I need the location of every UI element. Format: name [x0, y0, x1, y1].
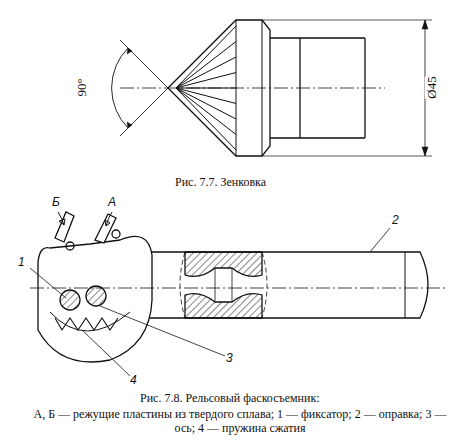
plate-letter: А [108, 196, 116, 210]
angle-dimension: 90° [75, 78, 90, 96]
figure-legend: А, Б — режущие пластины из твердого спла… [30, 408, 450, 436]
figure-caption: Рис. 7.8. Рельсовый фаскосъемник: [140, 392, 320, 406]
figure-caption: Рис. 7.7. Зенковка [175, 176, 266, 190]
callout-number: 1 [18, 256, 25, 270]
callout-number: 3 [226, 352, 233, 366]
callout-number: 2 [392, 214, 399, 228]
chamfer-tool [30, 212, 445, 376]
plate-letter: Б [52, 196, 60, 210]
countersink [112, 20, 432, 156]
callout-number: 4 [130, 374, 137, 388]
diameter-dimension: Ø45 [425, 76, 440, 98]
